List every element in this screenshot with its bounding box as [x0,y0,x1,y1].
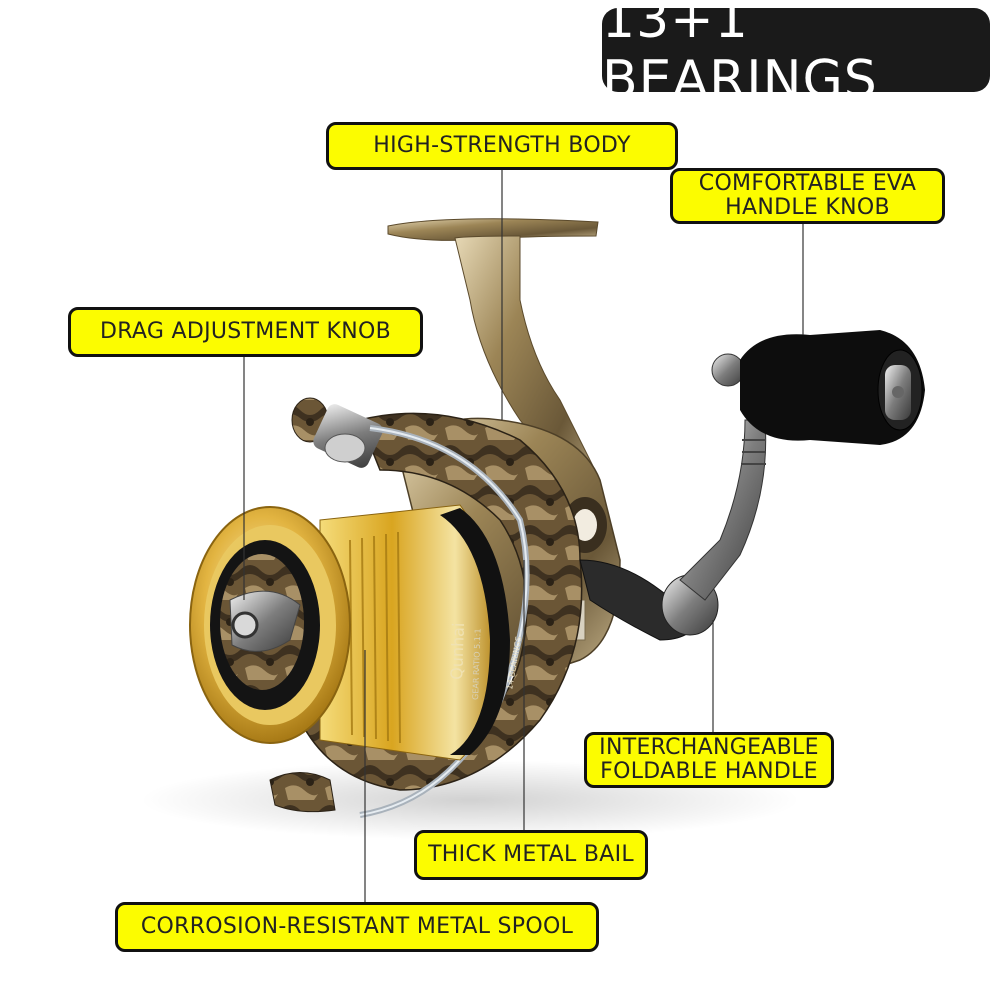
bearings-badge-text: 13+1 BEARINGS [602,0,878,110]
callout-metal-spool: CORROSION-RESISTANT METAL SPOOL [115,902,599,952]
callout-handle-line2: FOLDABLE HANDLE [600,759,818,784]
callout-bail-text: THICK METAL BAIL [428,842,634,867]
gear-ratio-label: GEAR RATIO 5.1:1 [471,628,482,700]
callout-handle-line1: INTERCHANGEABLE [599,735,819,760]
callout-leaders [243,170,804,902]
drag-knob [291,397,383,468]
handle-arm [579,353,767,641]
callout-spool-text: CORROSION-RESISTANT METAL SPOOL [140,914,574,939]
bearings-badge: 13+1 BEARINGS [602,0,990,110]
callout-eva-line2: HANDLE KNOB [725,195,890,220]
callout-drag-text: DRAG ADJUSTMENT KNOB [99,319,392,344]
callout-foldable-handle: INTERCHANGEABLE FOLDABLE HANDLE [584,732,834,788]
brand-label: Qunhai [447,622,468,680]
callout-high-strength-body: HIGH-STRENGTH BODY [326,122,678,170]
callout-drag-adjustment-knob: DRAG ADJUSTMENT KNOB [68,307,423,357]
eva-handle-knob [740,330,925,445]
callout-eva-handle-knob: COMFORTABLE EVA HANDLE KNOB [670,168,945,224]
bail-arm [269,772,336,813]
spool: Qunhai GEAR RATIO 5.1:1 14 BEARINGS [189,504,523,761]
callout-eva-line1: COMFORTABLE EVA [698,171,917,196]
callout-thick-metal-bail: THICK METAL BAIL [414,830,648,880]
callout-body-text: HIGH-STRENGTH BODY [373,133,631,158]
